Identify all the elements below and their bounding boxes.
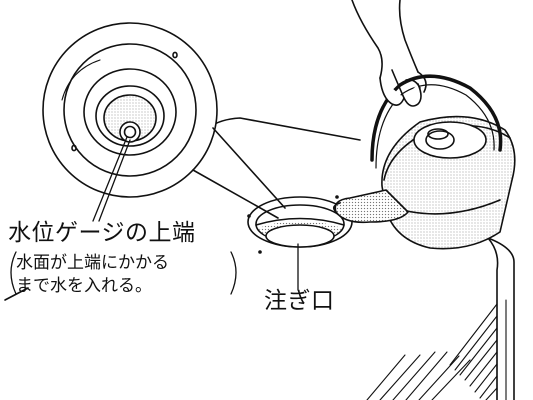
kettle-icon [332, 74, 516, 250]
hand-icon [351, 0, 427, 107]
heater-right-side [487, 237, 515, 400]
callout-lines [192, 127, 286, 219]
note-bracket-left [10, 251, 17, 295]
heater-top-panel [195, 117, 361, 146]
label-note-line-2: まで水を入れる。 [16, 276, 152, 296]
note-bracket-right [230, 251, 237, 295]
gauge-magnified-view [42, 22, 218, 198]
leader-gauge [92, 136, 131, 222]
heater-ribs [366, 299, 507, 400]
label-note-line-1: 水面が上端にかかる [16, 253, 169, 273]
label-gauge-top: 水位ゲージの上端 [8, 220, 196, 246]
water-inlet [247, 195, 353, 254]
label-spout: 注ぎ口 [264, 288, 335, 314]
